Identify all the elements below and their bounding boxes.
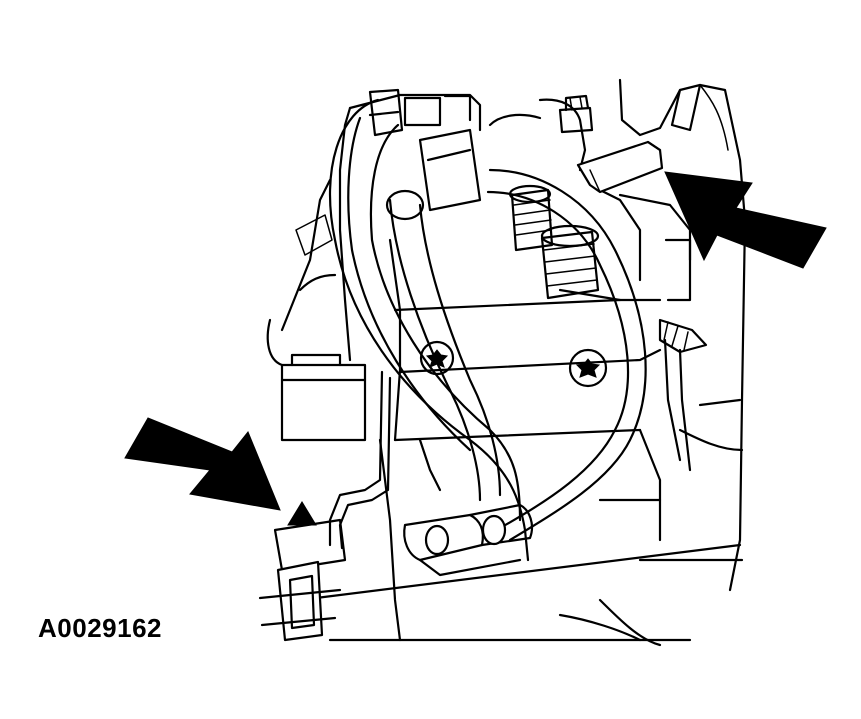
- top-connectors: [368, 88, 472, 137]
- side-fitting: [658, 318, 708, 472]
- hose-clamp: [576, 140, 664, 194]
- figure-code: A0029162: [38, 613, 162, 643]
- right-tube: [486, 168, 647, 542]
- arrow-icon: [664, 171, 827, 269]
- tube-ends: [403, 503, 534, 577]
- center-hose: [385, 128, 502, 502]
- left-tube: [328, 98, 530, 562]
- lower-left-arrow: [124, 417, 281, 511]
- arrow-icon: [124, 417, 281, 511]
- upper-right-arrow: [664, 171, 827, 269]
- bracket-retaining-clip: [258, 370, 392, 642]
- mounting-bolt: [558, 94, 594, 134]
- base-plate: [298, 438, 742, 642]
- torx-bolts: [419, 340, 608, 388]
- connector-block: [266, 178, 367, 442]
- corrugated-boots: [508, 184, 600, 300]
